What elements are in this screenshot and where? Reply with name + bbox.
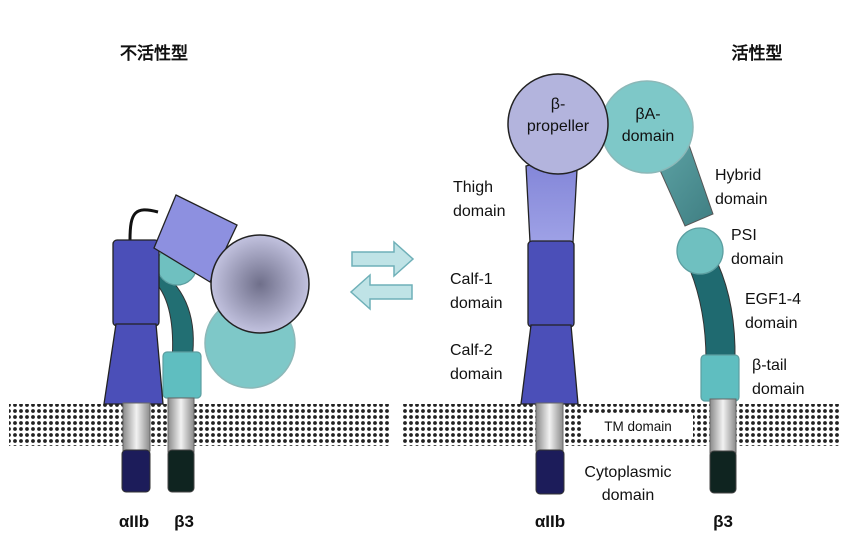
inactive-beta-cyto [167,449,195,493]
label-betaA-2: domain [622,128,674,145]
label-cyto-2: domain [602,487,654,504]
label-psi-2: domain [731,251,783,268]
active-beta-propeller [507,73,609,175]
label-calf2-1: Calf-2 [450,342,493,359]
inactive-alpha-tm [122,402,151,452]
active-btail-domain [700,354,740,402]
inactive-beta-propeller [210,234,310,334]
label-betaA-1: βA- [635,106,660,123]
active-alpha-tm [535,402,564,452]
label-hybrid-2: domain [715,191,767,208]
arrow-left [349,273,413,311]
label-cyto-1: Cytoplasmic [584,464,671,481]
label-alpha-inactive: αIIb [119,512,149,531]
title-inactive: 不活性型 [120,43,188,63]
inactive-thigh-domain [153,194,238,283]
active-psi-domain [676,227,724,275]
inactive-integrin [103,194,310,493]
active-beta-cyto [709,450,737,494]
inactive-alpha-cyto [121,449,151,493]
tm-label-box [583,413,693,439]
label-calf2-2: domain [450,366,502,383]
label-propeller-2: propeller [527,118,590,135]
title-active: 活性型 [732,43,783,63]
label-btail-1: β-tail [752,357,787,374]
label-egf-2: domain [745,315,797,332]
label-beta-inactive: β3 [174,512,194,531]
label-btail-2: domain [752,381,804,398]
active-betaA-domain [600,80,694,174]
inactive-linker [128,208,159,241]
active-alpha-cyto [535,449,565,495]
label-calf1-1: Calf-1 [450,271,493,288]
label-beta-active: β3 [713,512,733,531]
arrow-right [351,240,415,278]
inactive-calf1-domain [112,239,160,327]
active-integrin [507,73,740,495]
label-thigh-2: domain [453,203,505,220]
active-calf1-domain [527,240,575,328]
label-calf1-2: domain [450,295,502,312]
label-psi-1: PSI [731,227,757,244]
active-egf-domain [689,263,736,361]
inactive-beta-tm [167,397,195,453]
active-beta-tm [709,398,737,454]
label-egf-1: EGF1-4 [745,291,801,308]
label-thigh-1: Thigh [453,179,493,196]
label-hybrid-1: Hybrid [715,167,761,184]
inactive-calf2-domain [103,323,164,405]
inactive-btail-domain [162,351,202,399]
label-propeller-1: β- [551,96,566,113]
label-tm: TM domain [604,419,672,434]
active-calf2-domain [520,324,579,405]
label-alpha-active: αIIb [535,512,565,531]
membrane-inactive [9,404,389,446]
